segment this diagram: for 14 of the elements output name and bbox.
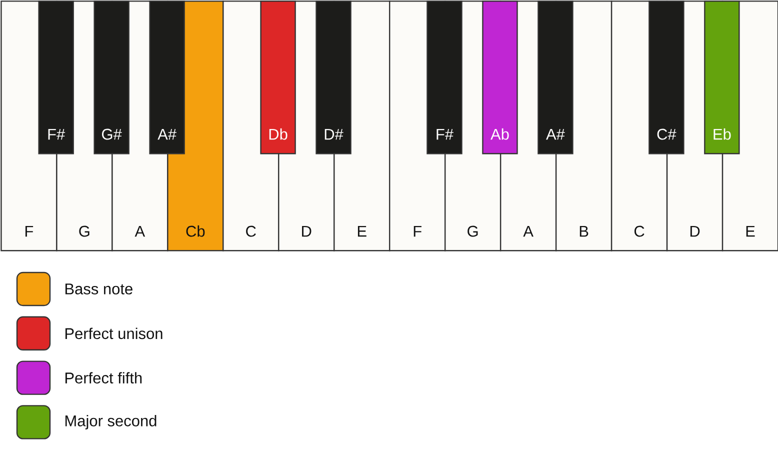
piano-key: A# <box>149 0 185 154</box>
legend-label: Perfect fifth <box>65 372 142 384</box>
piano-key: Eb <box>704 0 740 154</box>
piano-key: D# <box>316 0 352 154</box>
piano-key: F# <box>38 0 74 154</box>
legend-label: Major second <box>65 414 156 430</box>
piano-key: C# <box>648 0 684 154</box>
legend-label: Perfect unison <box>65 328 162 340</box>
piano-key: G# <box>94 0 130 154</box>
piano-key: Db <box>260 0 296 154</box>
piano-key: A# <box>538 0 574 154</box>
piano-key: Ab <box>482 0 518 154</box>
legend-label: Bass note <box>65 284 132 294</box>
piano-key: F# <box>426 0 462 154</box>
